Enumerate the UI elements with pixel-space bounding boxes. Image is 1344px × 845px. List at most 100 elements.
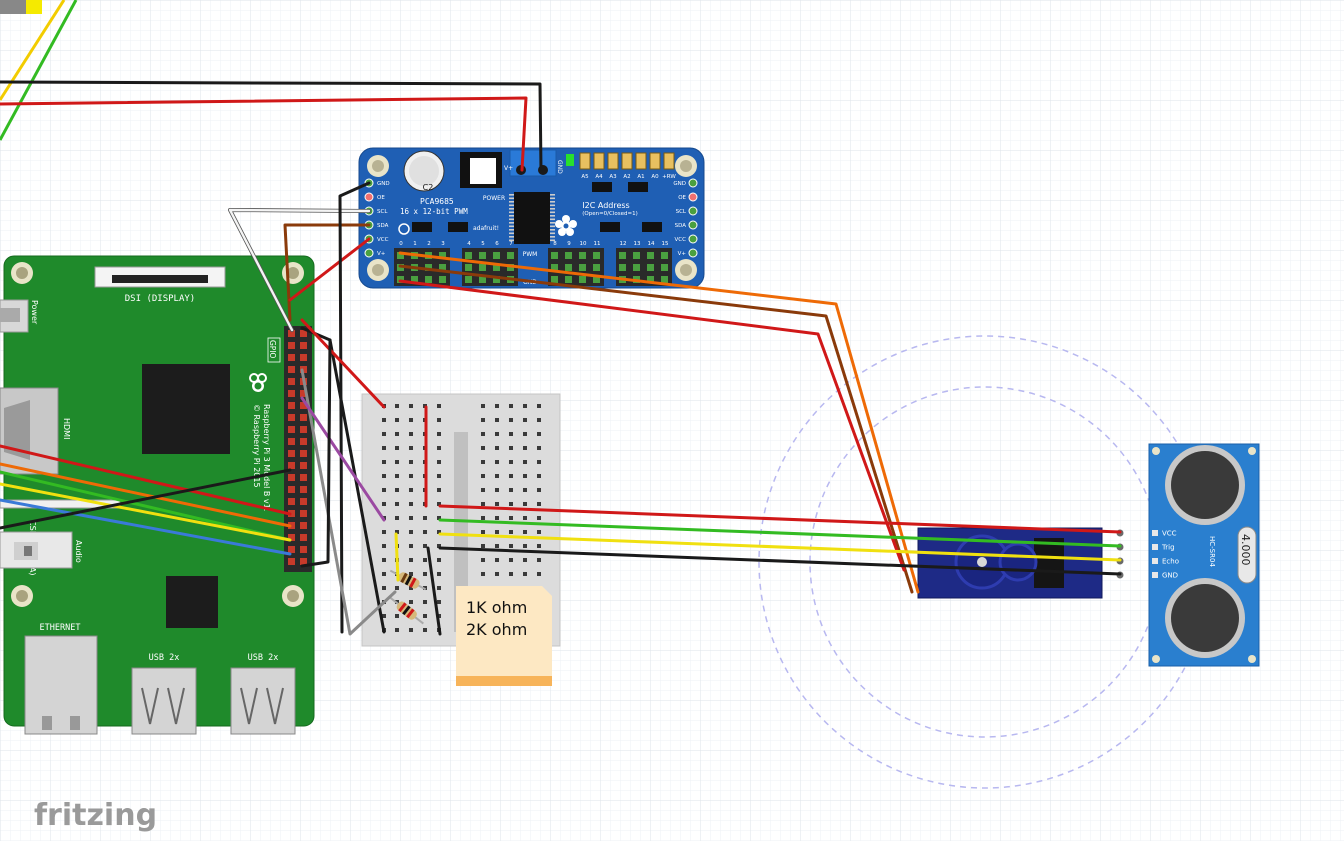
breadboard-hole[interactable] <box>437 404 441 408</box>
pwm-pin[interactable] <box>661 252 668 259</box>
pwm-pin[interactable] <box>661 276 668 283</box>
breadboard-hole[interactable] <box>423 558 427 562</box>
pwm-pin[interactable] <box>551 252 558 259</box>
pwm-pin[interactable] <box>565 276 572 283</box>
breadboard-hole[interactable] <box>509 432 513 436</box>
breadboard-hole[interactable] <box>409 404 413 408</box>
breadboard-hole[interactable] <box>509 418 513 422</box>
breadboard-hole[interactable] <box>509 558 513 562</box>
pwm-pin[interactable] <box>465 252 472 259</box>
pwm-pin[interactable] <box>397 252 404 259</box>
gpio-pin[interactable] <box>300 450 307 457</box>
pwm-pin[interactable] <box>507 264 514 271</box>
gpio-pin[interactable] <box>300 366 307 373</box>
breadboard-hole[interactable] <box>395 488 399 492</box>
breadboard-hole[interactable] <box>481 516 485 520</box>
breadboard-hole[interactable] <box>481 558 485 562</box>
breadboard-hole[interactable] <box>423 628 427 632</box>
breadboard-hole[interactable] <box>437 530 441 534</box>
gpio-pin[interactable] <box>300 498 307 505</box>
breadboard-hole[interactable] <box>382 418 386 422</box>
breadboard-hole[interactable] <box>437 474 441 478</box>
breadboard-hole[interactable] <box>409 502 413 506</box>
breadboard-hole[interactable] <box>395 628 399 632</box>
breadboard-hole[interactable] <box>423 516 427 520</box>
breadboard-hole[interactable] <box>409 600 413 604</box>
gpio-pin[interactable] <box>300 510 307 517</box>
breadboard-hole[interactable] <box>382 488 386 492</box>
gpio-pin[interactable] <box>300 426 307 433</box>
pwm-pin[interactable] <box>593 276 600 283</box>
offscreen-part[interactable] <box>0 0 26 14</box>
pca-pin[interactable] <box>688 248 698 258</box>
pwm-pin[interactable] <box>633 252 640 259</box>
pca-pin[interactable] <box>364 192 374 202</box>
breadboard-hole[interactable] <box>437 460 441 464</box>
breadboard-hole[interactable] <box>481 432 485 436</box>
gpio-pin[interactable] <box>300 438 307 445</box>
breadboard-hole[interactable] <box>395 516 399 520</box>
gpio-pin[interactable] <box>300 414 307 421</box>
address-jumper[interactable] <box>621 152 633 170</box>
note[interactable]: 1K ohm 2K ohm <box>456 586 552 686</box>
breadboard-hole[interactable] <box>495 516 499 520</box>
breadboard-hole[interactable] <box>395 432 399 436</box>
gpio-pin[interactable] <box>288 342 295 349</box>
breadboard-hole[interactable] <box>537 474 541 478</box>
breadboard-hole[interactable] <box>423 614 427 618</box>
breadboard-hole[interactable] <box>409 446 413 450</box>
breadboard-hole[interactable] <box>495 530 499 534</box>
breadboard-hole[interactable] <box>423 530 427 534</box>
breadboard-hole[interactable] <box>409 516 413 520</box>
gpio-pin[interactable] <box>288 366 295 373</box>
gpio-pin[interactable] <box>300 486 307 493</box>
breadboard-hole[interactable] <box>395 586 399 590</box>
breadboard-hole[interactable] <box>509 474 513 478</box>
breadboard-hole[interactable] <box>382 544 386 548</box>
breadboard-hole[interactable] <box>509 516 513 520</box>
address-jumper[interactable] <box>649 152 661 170</box>
breadboard-hole[interactable] <box>409 460 413 464</box>
breadboard-hole[interactable] <box>409 628 413 632</box>
pwm-pin[interactable] <box>619 252 626 259</box>
pca-pin[interactable] <box>688 220 698 230</box>
breadboard-hole[interactable] <box>423 600 427 604</box>
gpio-pin[interactable] <box>300 462 307 469</box>
pwm-pin[interactable] <box>633 264 640 271</box>
pwm-pin[interactable] <box>411 276 418 283</box>
breadboard-hole[interactable] <box>495 488 499 492</box>
breadboard-hole[interactable] <box>523 404 527 408</box>
gpio-pin[interactable] <box>300 474 307 481</box>
breadboard-hole[interactable] <box>481 418 485 422</box>
pca-pin[interactable] <box>688 192 698 202</box>
breadboard-hole[interactable] <box>481 446 485 450</box>
breadboard-hole[interactable] <box>409 586 413 590</box>
breadboard-hole[interactable] <box>509 572 513 576</box>
gpio-pin[interactable] <box>288 402 295 409</box>
pwm-pin[interactable] <box>579 264 586 271</box>
breadboard-hole[interactable] <box>523 530 527 534</box>
breadboard-hole[interactable] <box>537 460 541 464</box>
breadboard-hole[interactable] <box>437 502 441 506</box>
breadboard-hole[interactable] <box>481 474 485 478</box>
address-jumper[interactable] <box>663 152 675 170</box>
breadboard-hole[interactable] <box>382 502 386 506</box>
breadboard-hole[interactable] <box>523 558 527 562</box>
gpio-pin[interactable] <box>300 390 307 397</box>
breadboard-hole[interactable] <box>382 474 386 478</box>
pwm-pin[interactable] <box>465 264 472 271</box>
pwm-pin[interactable] <box>647 276 654 283</box>
pwm-pin[interactable] <box>647 264 654 271</box>
breadboard-hole[interactable] <box>537 530 541 534</box>
breadboard-hole[interactable] <box>395 530 399 534</box>
pwm-pin[interactable] <box>439 276 446 283</box>
breadboard-hole[interactable] <box>509 544 513 548</box>
breadboard-hole[interactable] <box>395 446 399 450</box>
breadboard-hole[interactable] <box>395 614 399 618</box>
breadboard-hole[interactable] <box>537 516 541 520</box>
breadboard-hole[interactable] <box>382 460 386 464</box>
breadboard-hole[interactable] <box>523 488 527 492</box>
